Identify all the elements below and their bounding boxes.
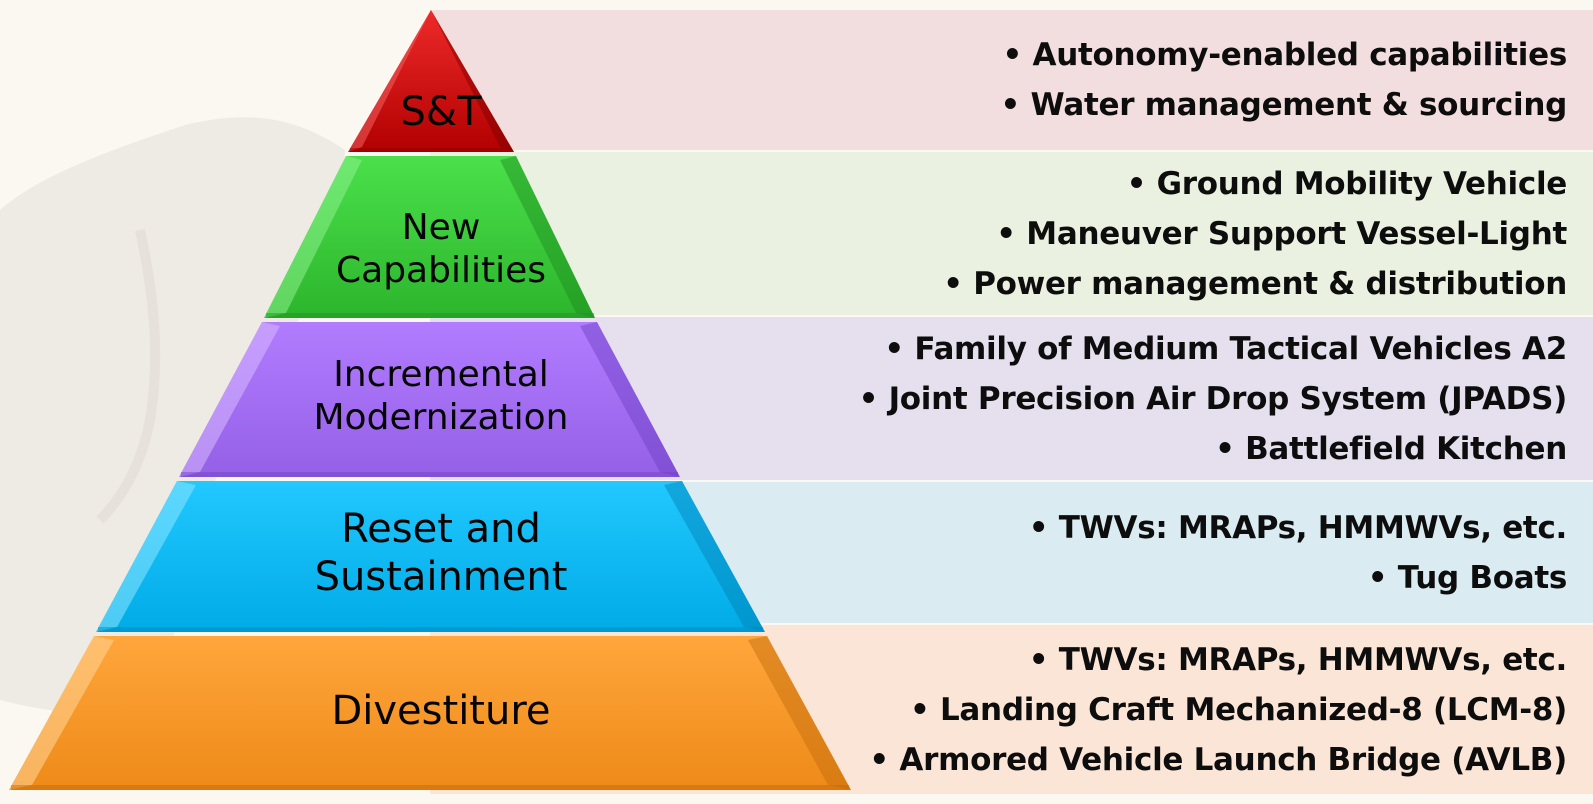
tier-label-new-capabilities: New Capabilities: [231, 203, 651, 295]
list-item: • Family of Medium Tactical Vehicles A2: [884, 330, 1567, 367]
tier-label-st: S&T: [231, 80, 651, 144]
tier-divestiture-shape: [9, 636, 851, 790]
tier-label-line: New: [401, 207, 481, 248]
list-item: • TWVs: MRAPs, HMMWVs, etc.: [1028, 641, 1568, 678]
tier-label-incremental-modernization: Incremental Modernization: [231, 350, 651, 442]
tier-label-reset-sustainment: Reset and Sustainment: [231, 503, 651, 603]
divestiture-items: • TWVs: MRAPs, HMMWVs, etc. • Landing Cr…: [869, 625, 1567, 794]
list-item: • Power management & distribution: [943, 265, 1567, 302]
tier-label-line: Sustainment: [314, 554, 568, 600]
band-st-background: [430, 10, 1593, 150]
tier-label-line: Incremental: [333, 354, 549, 395]
tier-label-line: Capabilities: [336, 250, 546, 291]
tier-new-capabilities-shape: [264, 156, 595, 318]
tier-label-divestiture: Divestiture: [231, 683, 651, 739]
list-item: • Maneuver Support Vessel-Light: [996, 215, 1567, 252]
list-item: • Ground Mobility Vehicle: [1126, 165, 1568, 202]
list-item: • Tug Boats: [1367, 559, 1568, 596]
reset-sustainment-items: • TWVs: MRAPs, HMMWVs, etc. • Tug Boats: [1028, 482, 1568, 623]
tier-label-line: Modernization: [313, 397, 569, 438]
tier-label-line: Divestiture: [331, 688, 551, 734]
list-item: • Battlefield Kitchen: [1215, 430, 1567, 467]
band-st: • Autonomy-enabled capabilities • Water …: [0, 10, 1593, 150]
list-item: • TWVs: MRAPs, HMMWVs, etc.: [1028, 509, 1568, 546]
list-item: • Water management & sourcing: [1000, 87, 1568, 123]
tier-reset-sustainment-shape: [96, 481, 765, 632]
tier-label-line: Reset and: [341, 506, 541, 552]
tier-st-shape: [348, 10, 514, 152]
tier-label-line: S&T: [400, 89, 482, 135]
new-capabilities-items: • Ground Mobility Vehicle • Maneuver Sup…: [943, 152, 1567, 315]
list-item: • Autonomy-enabled capabilities: [1002, 37, 1568, 73]
list-item: • Armored Vehicle Launch Bridge (AVLB): [869, 741, 1567, 778]
band-new-capabilities-background: [430, 152, 1593, 315]
band-new-capabilities: • Ground Mobility Vehicle • Maneuver Sup…: [0, 152, 1593, 315]
list-item: • Landing Craft Mechanized-8 (LCM-8): [909, 691, 1567, 728]
st-items: • Autonomy-enabled capabilities • Water …: [1000, 10, 1568, 150]
list-item: • Joint Precision Air Drop System (JPADS…: [858, 380, 1568, 417]
tier-incremental-modernization-shape: [179, 322, 680, 477]
incremental-modernization-items: • Family of Medium Tactical Vehicles A2 …: [858, 317, 1568, 480]
